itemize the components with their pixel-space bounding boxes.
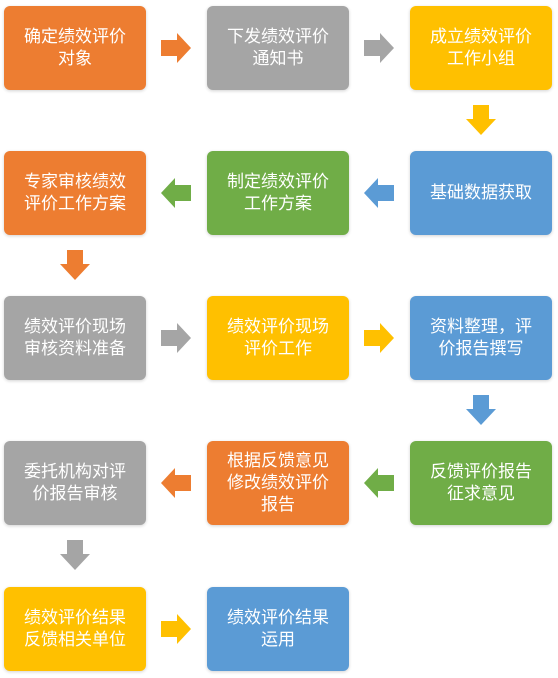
step-label: 确定绩效评价 对象: [24, 27, 126, 69]
arrow-down-icon: [464, 103, 498, 137]
step-label: 绩效评价结果 反馈相关单位: [24, 608, 126, 650]
step-label: 委托机构对评 价报告审核: [24, 462, 126, 504]
step-onsite-evaluation: 绩效评价现场 评价工作: [207, 296, 349, 380]
step-label: 反馈评价报告 征求意见: [430, 462, 532, 504]
step-revise-report: 根据反馈意见 修改绩效评价 报告: [207, 441, 349, 525]
step-determine-evaluation-object: 确定绩效评价 对象: [4, 6, 146, 90]
step-label: 专家审核绩效 评价工作方案: [24, 172, 126, 214]
step-onsite-review-prep: 绩效评价现场 审核资料准备: [4, 296, 146, 380]
step-label: 成立绩效评价 工作小组: [430, 27, 532, 69]
arrow-right-icon: [159, 31, 193, 65]
step-label: 绩效评价现场 审核资料准备: [24, 317, 126, 359]
step-label: 下发绩效评价 通知书: [227, 27, 329, 69]
step-label: 制定绩效评价 工作方案: [227, 172, 329, 214]
step-results-feedback: 绩效评价结果 反馈相关单位: [4, 587, 146, 671]
step-draft-work-plan: 制定绩效评价 工作方案: [207, 151, 349, 235]
step-issue-evaluation-notice: 下发绩效评价 通知书: [207, 6, 349, 90]
arrow-down-icon: [58, 248, 92, 282]
step-expert-review-plan: 专家审核绩效 评价工作方案: [4, 151, 146, 235]
step-agency-report-review: 委托机构对评 价报告审核: [4, 441, 146, 525]
step-label: 绩效评价现场 评价工作: [227, 317, 329, 359]
arrow-right-icon: [362, 31, 396, 65]
step-results-application: 绩效评价结果 运用: [207, 587, 349, 671]
arrow-right-icon: [159, 612, 193, 646]
arrow-left-icon: [159, 466, 193, 500]
arrow-down-icon: [58, 538, 92, 572]
step-label: 资料整理，评 价报告撰写: [430, 317, 532, 359]
step-basic-data-collection: 基础数据获取: [410, 151, 552, 235]
arrow-left-icon: [159, 176, 193, 210]
arrow-left-icon: [362, 176, 396, 210]
step-form-evaluation-team: 成立绩效评价 工作小组: [410, 6, 552, 90]
step-label: 基础数据获取: [430, 183, 532, 203]
arrow-right-icon: [362, 321, 396, 355]
step-feedback-report: 反馈评价报告 征求意见: [410, 441, 552, 525]
step-label: 绩效评价结果 运用: [227, 608, 329, 650]
arrow-left-icon: [362, 466, 396, 500]
arrow-down-icon: [464, 393, 498, 427]
arrow-right-icon: [159, 321, 193, 355]
step-report-writing: 资料整理，评 价报告撰写: [410, 296, 552, 380]
step-label: 根据反馈意见 修改绩效评价 报告: [227, 451, 329, 515]
